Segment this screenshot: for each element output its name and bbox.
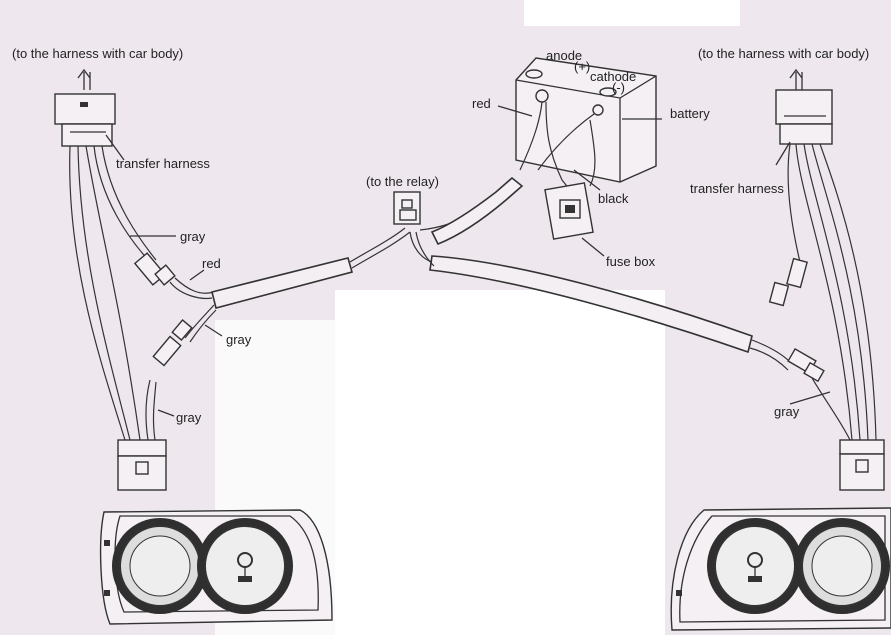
label-transfer-harness-left: transfer harness bbox=[116, 156, 210, 171]
headlight-connector-right bbox=[839, 439, 885, 491]
label-anode: anode bbox=[546, 48, 582, 63]
label-fuse-box: fuse box bbox=[606, 254, 656, 269]
label-transfer-harness-right: transfer harness bbox=[690, 181, 784, 196]
connector-right-upper bbox=[768, 257, 808, 307]
battery-cables bbox=[519, 89, 604, 199]
label-gray-left-2: gray bbox=[226, 332, 252, 347]
fuse-box bbox=[544, 182, 594, 240]
center-wires bbox=[349, 204, 791, 371]
label-to-harness-right: (to the harness with car body) bbox=[698, 46, 869, 61]
gray-connector-right bbox=[787, 347, 825, 383]
headlight-left bbox=[99, 509, 333, 625]
label-red-battery: red bbox=[472, 96, 491, 111]
headlight-right bbox=[670, 507, 891, 631]
label-cathode: cathode bbox=[590, 69, 636, 84]
battery-lead-sleeve bbox=[430, 176, 524, 246]
label-to-harness-left: (to the harness with car body) bbox=[12, 46, 183, 61]
up-arrow-icon bbox=[77, 68, 91, 90]
label-black: black bbox=[598, 191, 629, 206]
main-harness-sleeve-right bbox=[429, 255, 753, 354]
label-gray-left-1: gray bbox=[180, 229, 206, 244]
relay-connector bbox=[393, 191, 421, 225]
label-gray-right: gray bbox=[774, 404, 800, 419]
gray-connector-left-lower bbox=[152, 319, 193, 367]
label-red-left: red bbox=[202, 256, 221, 271]
gray-connector-left-upper bbox=[133, 252, 176, 286]
up-arrow-icon bbox=[789, 68, 803, 90]
transfer-harness-connector-right bbox=[775, 89, 833, 145]
right-harness-wires bbox=[787, 143, 877, 441]
label-battery: battery bbox=[670, 106, 710, 121]
label-cathode-sign: (-) bbox=[612, 80, 625, 95]
transfer-harness-connector-left bbox=[54, 93, 116, 147]
label-gray-left-3: gray bbox=[176, 410, 202, 425]
blank-patch-center bbox=[335, 290, 665, 635]
left-harness-wires bbox=[69, 145, 217, 441]
main-harness-sleeve-left bbox=[211, 257, 353, 309]
label-anode-sign: (+) bbox=[574, 59, 590, 74]
headlight-connector-left bbox=[117, 439, 167, 491]
blank-patch-top bbox=[524, 0, 740, 26]
label-to-relay: (to the relay) bbox=[366, 174, 439, 189]
